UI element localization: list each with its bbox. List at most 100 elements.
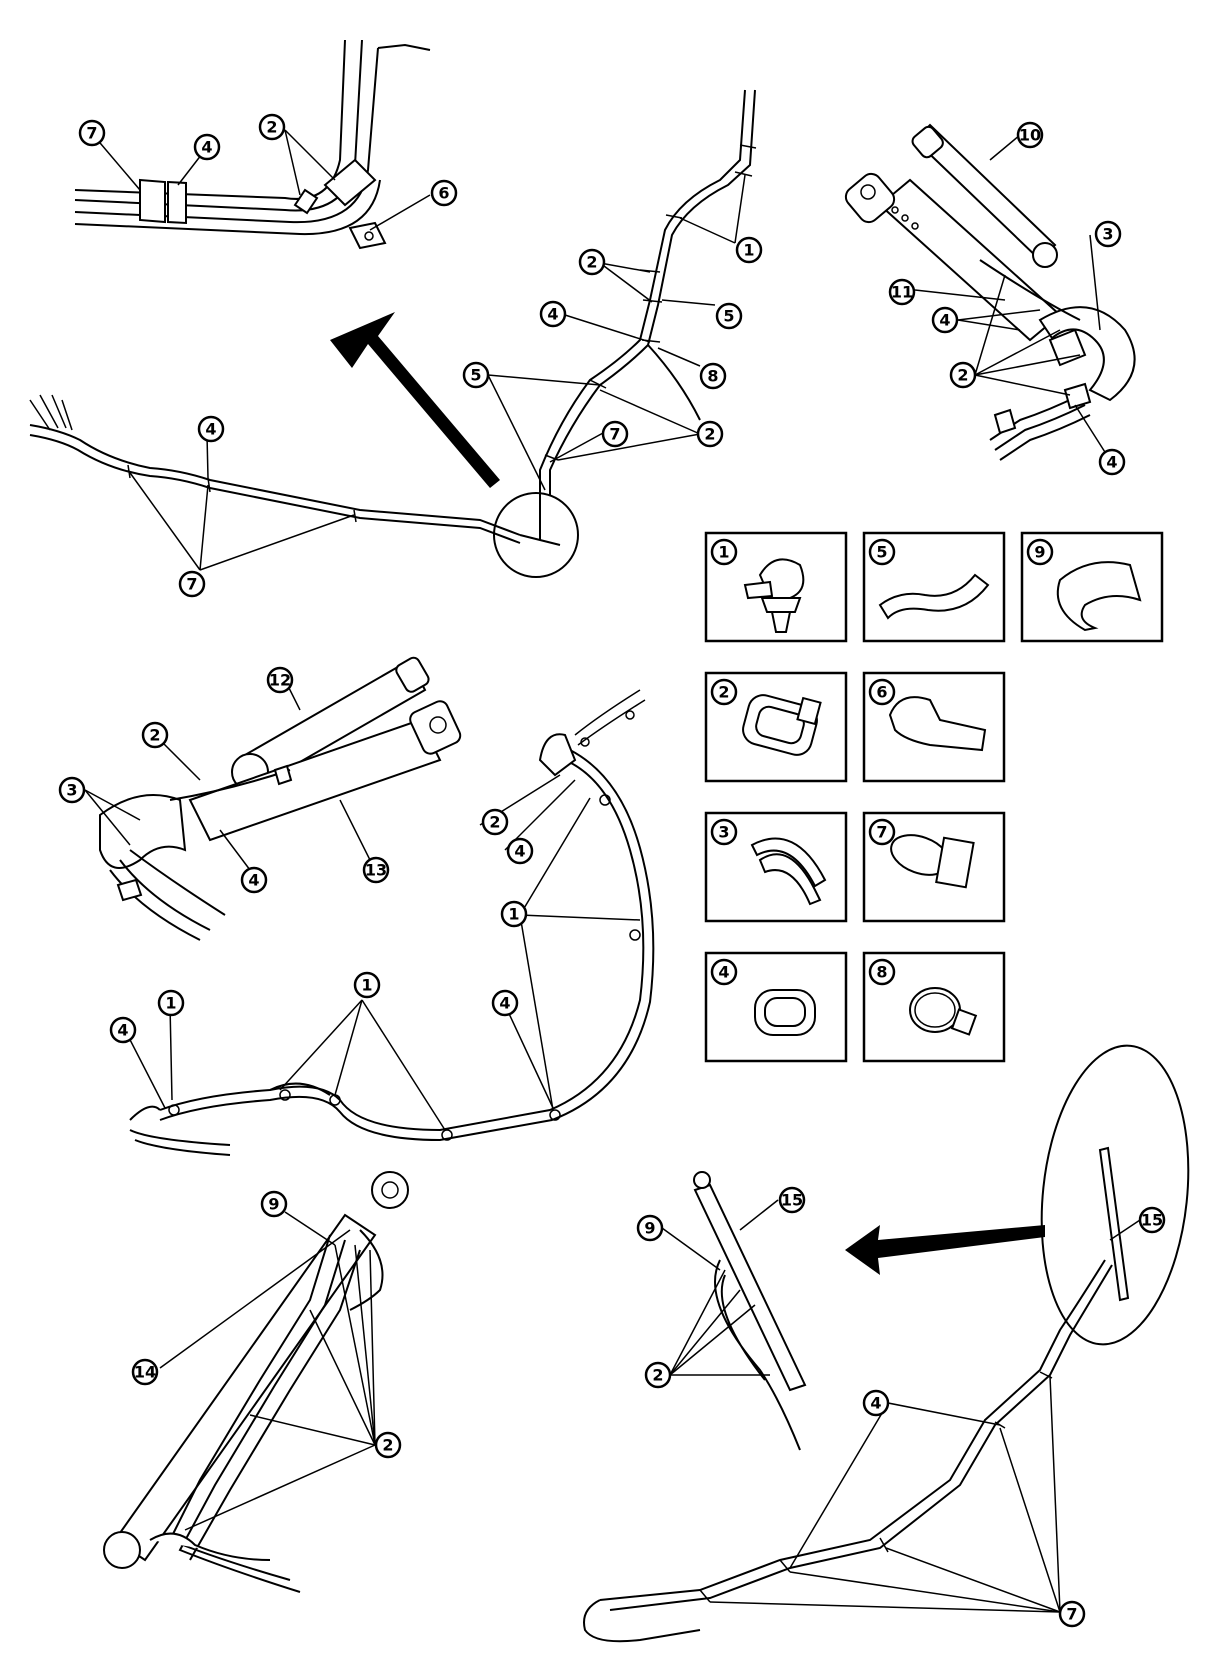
callout-5: 5 [715, 302, 743, 330]
direction-arrow-bottom [845, 1225, 1045, 1275]
legend-label-7: 7 [868, 818, 896, 846]
svg-text:2: 2 [957, 366, 968, 385]
svg-text:2: 2 [718, 683, 729, 702]
callout-3: 3 [1094, 220, 1122, 248]
callout-4: 4 [931, 306, 959, 334]
svg-text:9: 9 [1034, 543, 1045, 562]
callout-4: 4 [1098, 448, 1126, 476]
svg-text:9: 9 [644, 1219, 655, 1238]
svg-text:4: 4 [248, 871, 259, 890]
svg-text:5: 5 [723, 307, 734, 326]
svg-text:4: 4 [1106, 453, 1117, 472]
callout-2: 2 [949, 361, 977, 389]
harness-center [539, 89, 757, 495]
callout-6: 6 [430, 179, 458, 207]
callout-2: 2 [374, 1431, 402, 1459]
svg-text:14: 14 [134, 1363, 156, 1382]
detail-hose-bundle [74, 39, 431, 250]
bracket-clamp-icon [888, 696, 987, 752]
svg-text:4: 4 [939, 311, 950, 330]
svg-text:8: 8 [876, 963, 887, 982]
callout-2: 2 [644, 1361, 672, 1389]
callout-7: 7 [178, 570, 206, 598]
legend-label-2: 2 [710, 678, 738, 706]
callout-4: 4 [109, 1016, 137, 1044]
svg-text:11: 11 [891, 283, 913, 302]
callout-4: 4 [193, 133, 221, 161]
callout-2: 2 [578, 248, 606, 276]
callout-9: 9 [260, 1190, 288, 1218]
svg-text:15: 15 [781, 1191, 803, 1210]
callout-2: 2 [696, 420, 724, 448]
callout-15: 15 [1138, 1206, 1166, 1234]
tie-strap-icon [742, 694, 822, 756]
svg-text:2: 2 [489, 813, 500, 832]
detail-circle [493, 492, 579, 578]
callout-10: 10 [1016, 121, 1044, 149]
callout-2: 2 [141, 721, 169, 749]
callout-4: 4 [491, 989, 519, 1017]
svg-text:3: 3 [1102, 225, 1113, 244]
callout-9: 9 [636, 1214, 664, 1242]
legend-label-9: 9 [1026, 538, 1054, 566]
callout-4: 4 [197, 415, 225, 443]
callout-15: 15 [778, 1186, 806, 1214]
svg-text:4: 4 [718, 963, 729, 982]
tie-clip-icon [890, 834, 975, 889]
cylinder-assembly-bottom-left [103, 1171, 409, 1593]
callout-12: 12 [266, 666, 294, 694]
parts-legend [704, 531, 1164, 1063]
callout-11: 11 [888, 278, 916, 306]
callout-13: 13 [362, 856, 390, 884]
svg-text:3: 3 [66, 781, 77, 800]
svg-text:7: 7 [186, 575, 197, 594]
svg-text:3: 3 [718, 823, 729, 842]
hose-clamp-icon [909, 987, 978, 1036]
svg-text:7: 7 [609, 425, 620, 444]
push-pin-clip-icon [743, 558, 805, 633]
callout-5: 5 [462, 361, 490, 389]
callout-4: 4 [506, 837, 534, 865]
svg-text:6: 6 [438, 184, 449, 203]
direction-arrow [330, 312, 500, 488]
leader-lines [84, 129, 1141, 1613]
svg-text:7: 7 [876, 823, 887, 842]
callout-7: 7 [601, 420, 629, 448]
svg-text:4: 4 [870, 1394, 881, 1413]
svg-text:4: 4 [205, 420, 216, 439]
retainer-icon [750, 837, 827, 906]
svg-text:5: 5 [876, 543, 887, 562]
svg-text:1: 1 [508, 905, 519, 924]
harness-left [29, 394, 579, 578]
legend-label-6: 6 [868, 678, 896, 706]
grommet-icon [754, 989, 816, 1036]
svg-text:15: 15 [1141, 1211, 1163, 1230]
callout-1: 1 [500, 900, 528, 928]
svg-text:5: 5 [470, 366, 481, 385]
callout-4: 4 [240, 866, 268, 894]
callout-2: 2 [258, 113, 286, 141]
svg-text:7: 7 [86, 124, 97, 143]
callout-14: 14 [131, 1358, 159, 1386]
svg-text:13: 13 [365, 861, 387, 880]
legend-label-3: 3 [710, 818, 738, 846]
svg-text:8: 8 [707, 367, 718, 386]
harness-middle [129, 689, 655, 1156]
svg-text:4: 4 [514, 842, 525, 861]
svg-text:2: 2 [586, 253, 597, 272]
svg-text:4: 4 [547, 305, 558, 324]
callout-7: 7 [78, 119, 106, 147]
callout-1: 1 [735, 236, 763, 264]
callout-8: 8 [699, 362, 727, 390]
legend-label-5: 5 [868, 538, 896, 566]
svg-text:1: 1 [361, 976, 372, 995]
callout-1: 1 [353, 971, 381, 999]
svg-text:2: 2 [266, 118, 277, 137]
svg-text:2: 2 [382, 1436, 393, 1455]
svg-text:7: 7 [1066, 1605, 1077, 1624]
half-ring-icon [1056, 561, 1142, 632]
callout-7: 7 [1058, 1600, 1086, 1628]
svg-text:10: 10 [1019, 126, 1041, 145]
svg-text:6: 6 [876, 683, 887, 702]
callout-2: 2 [481, 808, 509, 836]
